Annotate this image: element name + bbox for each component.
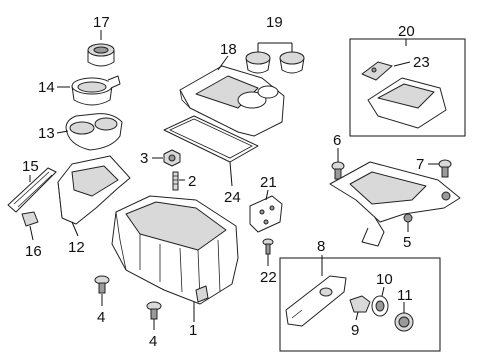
callout-3: 3 — [140, 150, 148, 167]
part-7-bolt — [438, 159, 452, 178]
part-10-ring — [371, 295, 389, 317]
part-22-screw — [262, 238, 274, 255]
callout-22: 22 — [260, 269, 277, 286]
leader-23 — [393, 61, 411, 67]
part-1-console-body — [111, 195, 239, 305]
callout-17: 17 — [93, 14, 110, 31]
leader-9 — [355, 311, 359, 321]
callout-11: 11 — [397, 287, 413, 304]
callout-23: 23 — [413, 54, 430, 71]
part-18-console-top — [179, 65, 285, 137]
leader-16 — [29, 225, 34, 241]
part-3-nut — [163, 149, 181, 167]
callout-9: 9 — [351, 322, 359, 339]
callout-15: 15 — [22, 158, 39, 175]
callout-13: 13 — [38, 125, 55, 142]
part-4-bolt-a — [94, 275, 110, 294]
callout-6: 6 — [333, 132, 341, 149]
part-5-frame — [329, 161, 461, 247]
leader-18 — [217, 55, 229, 71]
part-11-socket — [394, 312, 414, 332]
leader-lines — [29, 30, 439, 330]
callout-labels: 17 14 13 15 16 12 18 19 3 2 24 1 4 4 21 … — [22, 14, 430, 350]
callout-2: 2 — [188, 173, 196, 190]
callout-4b: 4 — [149, 333, 157, 350]
callout-18: 18 — [220, 41, 237, 58]
part-15-trim-strip — [7, 167, 57, 213]
callout-14: 14 — [38, 79, 55, 96]
callout-10: 10 — [376, 271, 393, 288]
part-9-switch — [349, 295, 371, 313]
leader-21 — [265, 189, 269, 201]
callout-1: 1 — [189, 322, 197, 339]
callout-8: 8 — [317, 238, 325, 255]
part-6-bolt — [331, 161, 345, 180]
part-24-mat — [163, 115, 259, 163]
inset-box-20 — [349, 38, 466, 137]
callout-19: 19 — [266, 14, 283, 31]
part-8-trim-plate — [285, 275, 347, 327]
callout-5: 5 — [403, 234, 411, 251]
leader-12 — [71, 221, 79, 237]
part-12-side-panel — [57, 155, 131, 225]
part-4-bolt-b — [146, 301, 162, 320]
callout-12: 12 — [68, 239, 85, 256]
callout-16: 16 — [25, 243, 42, 260]
leader-10 — [381, 286, 385, 297]
callout-20: 20 — [398, 23, 415, 40]
part-19-cups — [245, 51, 305, 74]
leader-13 — [56, 130, 69, 134]
part-20-armrest — [367, 77, 447, 129]
part-14-cup-ring — [71, 75, 121, 106]
part-21-bracket — [249, 195, 283, 233]
callout-24: 24 — [224, 189, 241, 206]
part-2-stud — [172, 171, 179, 191]
callout-7: 7 — [416, 156, 424, 173]
part-13-cup-tray — [65, 113, 123, 151]
part-17-cup-insert — [87, 43, 115, 67]
part-16-clip — [21, 211, 39, 227]
part-23-clip — [361, 61, 393, 81]
callout-4a: 4 — [97, 309, 105, 326]
inset-box-8 — [279, 257, 441, 352]
callout-21: 21 — [260, 174, 277, 191]
leader-24 — [229, 161, 233, 187]
leader-19 — [257, 42, 293, 52]
